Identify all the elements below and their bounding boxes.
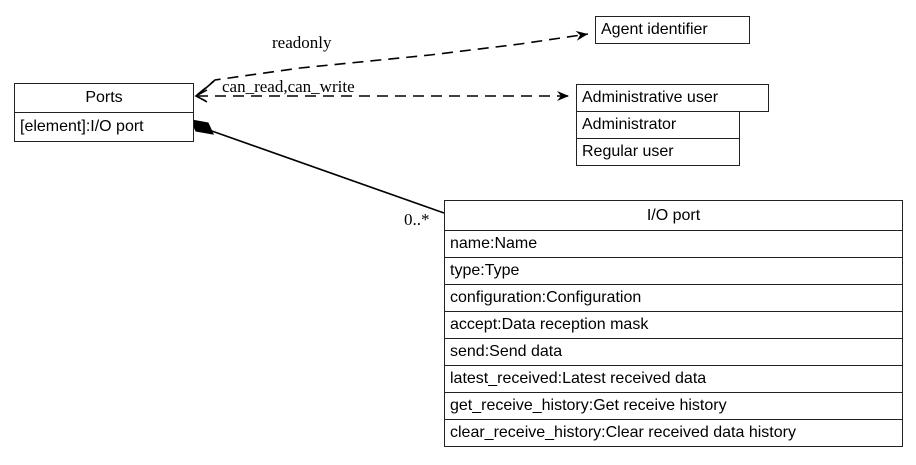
edge-composition-io-port	[189, 119, 445, 214]
edge-label-readonly: readonly	[272, 33, 332, 52]
class-attribute-accept: accept:Data reception mask	[444, 311, 903, 339]
class-box-agent-identifier[interactable]: Agent identifier	[595, 16, 750, 44]
class-box-io-port[interactable]: I/O port name:Name type:Type configurati…	[444, 200, 903, 447]
composition-diamond	[189, 119, 215, 135]
class-attribute-ports-element: [element]:I/O port	[14, 112, 194, 142]
class-box-ports[interactable]: Ports [element]:I/O port	[14, 83, 194, 142]
class-attribute-latest-received: latest_received:Latest received data	[444, 365, 903, 393]
class-title-ports: Ports	[14, 83, 194, 113]
class-attribute-configuration: configuration:Configuration	[444, 284, 903, 312]
edge-label-multiplicity: 0..*	[404, 210, 430, 229]
class-title-administrative-user: Administrative user	[576, 84, 769, 112]
class-attribute-administrator: Administrator	[576, 111, 740, 139]
class-attribute-get-receive-history: get_receive_history:Get receive history	[444, 392, 903, 420]
class-attribute-clear-receive-history: clear_receive_history:Clear received dat…	[444, 419, 903, 447]
class-attribute-name: name:Name	[444, 230, 903, 258]
edge-can-read-can-write	[194, 89, 569, 103]
edge-label-can-read-can-write: can_read,can_write	[222, 77, 355, 96]
class-attribute-send: send:Send data	[444, 338, 903, 366]
class-attribute-regular-user: Regular user	[576, 138, 740, 166]
class-attribute-type: type:Type	[444, 257, 903, 285]
class-box-administrative-user[interactable]: Administrative user Administrator Regula…	[576, 84, 769, 166]
class-title-agent-identifier: Agent identifier	[595, 16, 750, 44]
class-title-io-port: I/O port	[444, 200, 903, 231]
